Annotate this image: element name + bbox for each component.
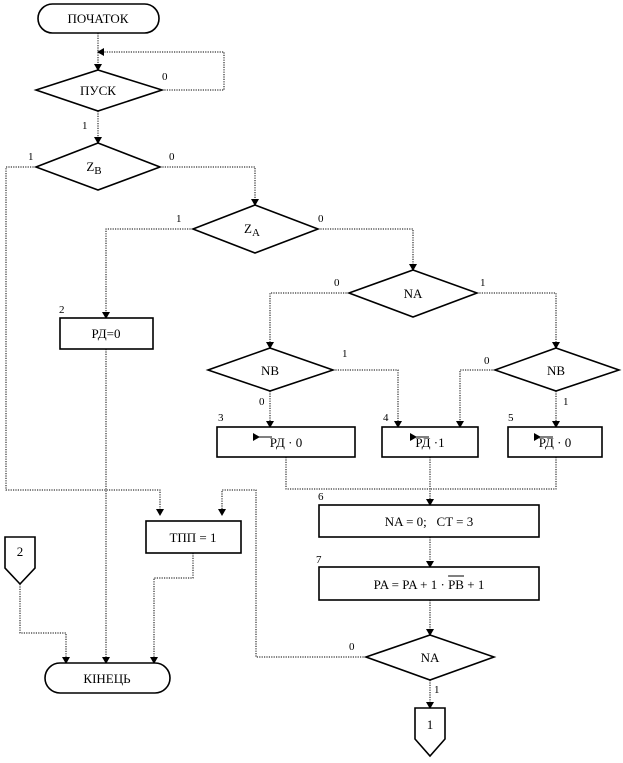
edge-nbl-box4 <box>333 369 402 428</box>
na-bottom-0-label: 0 <box>349 641 355 653</box>
edge-box3-merge <box>285 457 430 490</box>
pusk-1-label: 1 <box>82 120 88 132</box>
zb-1-label: 1 <box>28 151 34 163</box>
block-number-3: 3 <box>218 412 224 424</box>
na-ct-label: NA = 0; CT = 3 <box>385 514 473 529</box>
start-terminal: ПОЧАТОК <box>37 3 160 34</box>
na-bottom-1-label: 1 <box>434 684 440 696</box>
edge-zb-za <box>160 166 259 206</box>
edge-nab-loop <box>218 489 366 658</box>
nb-left-0-label: 0 <box>259 396 265 408</box>
block-number-7: 7 <box>316 554 322 566</box>
block-number-2: 2 <box>59 304 65 316</box>
na-top-label: NA <box>404 286 423 301</box>
na-ct-process: NA = 0; CT = 3 <box>318 504 540 538</box>
zb-sub: В <box>94 165 101 177</box>
connector-1-label: 1 <box>427 717 434 732</box>
pa-formula-right: + 1 <box>464 577 484 592</box>
block-number-6: 6 <box>318 491 324 503</box>
nb-left-label: NB <box>261 363 279 378</box>
flow-lines <box>5 33 560 709</box>
edge-tpp-end <box>150 553 194 664</box>
zb-label: ZВ <box>86 159 101 177</box>
nb-left-decision: NB <box>205 347 336 392</box>
rd-shift0-b-process: РД · 0 <box>507 426 603 458</box>
rd-shift0-a-process: РД · 0 <box>216 426 356 458</box>
na-top-decision: NA <box>346 269 480 318</box>
start-label: ПОЧАТОК <box>68 11 129 26</box>
block-number-5: 5 <box>508 412 514 424</box>
tpp-process: ТПП = 1 <box>145 520 242 554</box>
pusk-label: ПУСК <box>80 83 116 98</box>
connector-2: 2 <box>4 536 36 586</box>
end-terminal: КІНЕЦЬ <box>44 662 171 694</box>
pa-formula-over: PB <box>448 577 464 592</box>
za-decision: ZA <box>190 204 321 254</box>
edge-na-nbr <box>477 292 560 349</box>
nb-right-1-label: 1 <box>563 396 569 408</box>
edge-zb-tpp <box>5 166 164 516</box>
za-sub: A <box>252 227 260 239</box>
branch-labels: 0 1 1 0 1 0 0 1 1 0 0 1 2 3 4 5 6 7 0 1 <box>28 71 569 696</box>
pa-formula-label: PA = PA + 1 · PB + 1 <box>374 577 485 592</box>
na-0-label: 0 <box>334 277 340 289</box>
nb-right-label: NB <box>547 363 565 378</box>
za-0-label: 0 <box>318 213 324 225</box>
rd-shift0-a-label: РД · 0 <box>270 435 302 450</box>
za-1-label: 1 <box>176 213 182 225</box>
nb-right-0-label: 0 <box>484 355 490 367</box>
pusk-decision: ПУСК <box>33 69 165 112</box>
na-bottom-label: NA <box>421 650 440 665</box>
block-number-4: 4 <box>383 412 389 424</box>
nb-left-1-label: 1 <box>342 348 348 360</box>
zb-0-label: 0 <box>169 151 175 163</box>
pusk-0-label: 0 <box>162 71 168 83</box>
pa-formula-left: PA = PA + 1 · <box>374 577 448 592</box>
na-bottom-decision: NA <box>363 634 497 681</box>
na-1-label: 1 <box>480 277 486 289</box>
rd-shift1-process: РД ·1 <box>381 426 479 458</box>
zb-main: Z <box>86 159 94 174</box>
pa-formula-process: PA = PA + 1 · PB + 1 <box>318 566 540 601</box>
edge-nbr-box4 <box>456 369 495 428</box>
tpp-label: ТПП = 1 <box>169 530 216 545</box>
edge-za-rd0 <box>102 228 193 319</box>
end-label: КІНЕЦЬ <box>83 671 131 686</box>
rd-shift0-b-label: РД · 0 <box>539 435 571 450</box>
rd-shift1-label: РД ·1 <box>415 435 444 450</box>
za-main: Z <box>244 221 252 236</box>
zb-decision: ZВ <box>33 142 163 191</box>
nb-right-decision: NB <box>492 347 622 392</box>
rd0-label: РД=0 <box>92 326 121 341</box>
edge-za-na <box>318 228 417 271</box>
edge-na-nbl <box>266 292 349 349</box>
connector-1: 1 <box>414 707 446 758</box>
rd0-process: РД=0 <box>59 317 154 350</box>
edge-conn2-end <box>19 584 70 664</box>
za-label: ZA <box>244 221 260 239</box>
edge-box5-merge <box>430 457 557 490</box>
connector-2-label: 2 <box>17 544 24 559</box>
